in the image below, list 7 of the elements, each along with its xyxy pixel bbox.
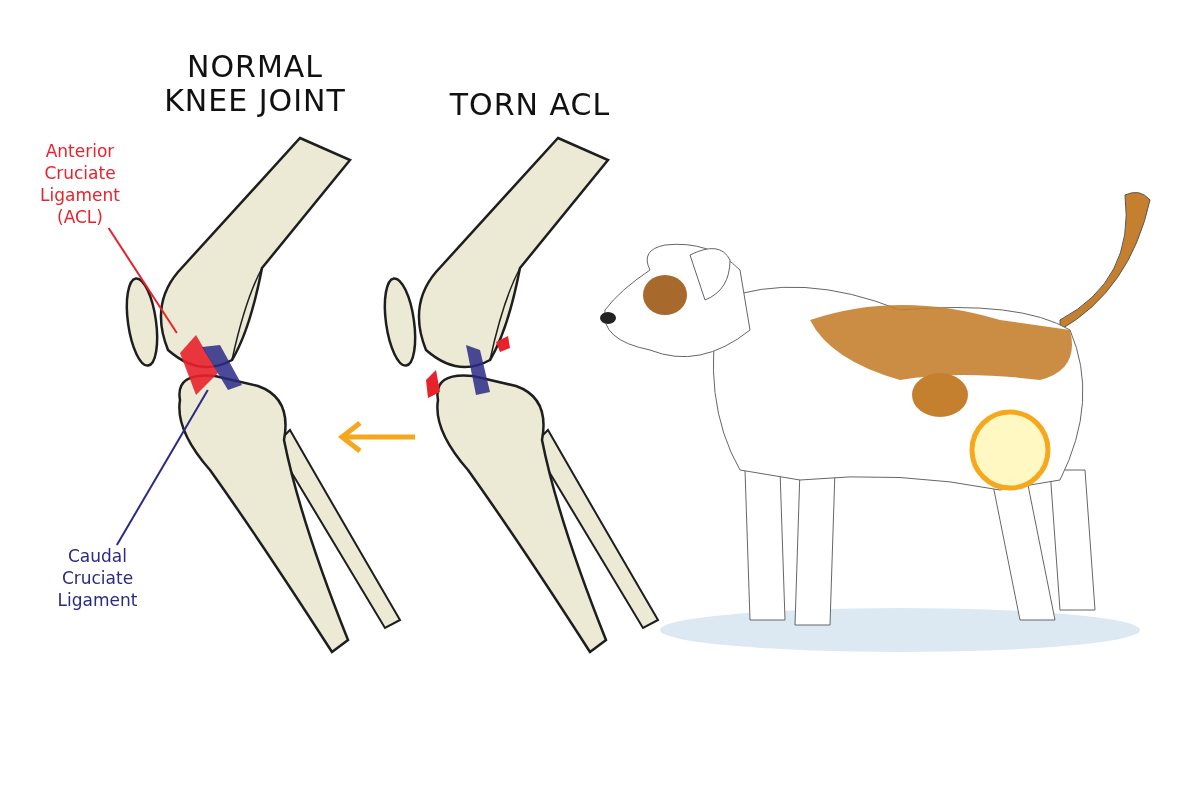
leader-line (107, 227, 178, 334)
ligament-label: Caudal Cruciate Ligament (40, 545, 155, 611)
heading: NORMAL KNEE JOINT (163, 50, 347, 118)
heading: TORN ACL (448, 88, 612, 122)
ligament-label: Anterior Cruciate Ligament (ACL) (25, 140, 135, 228)
ligament-drawing (200, 345, 242, 390)
leader-line (115, 389, 209, 546)
